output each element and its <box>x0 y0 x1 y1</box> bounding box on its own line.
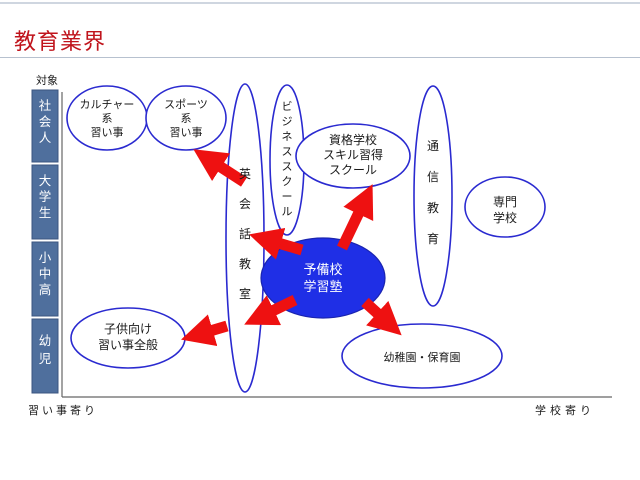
label-sports-3: 習い事 <box>170 126 203 139</box>
label-senmon-2: 学校 <box>493 210 517 225</box>
y-axis-title: 対象 <box>36 73 58 87</box>
segment-daigakusei-label: 大学生 <box>39 173 52 220</box>
segment-youji-box <box>31 318 59 394</box>
segment-shakaijin-label: 社会人 <box>39 98 52 145</box>
node-youchien <box>341 323 503 389</box>
label-eikaiwa: 英会話教室 <box>239 167 251 301</box>
label-yobiko-2: 学習塾 <box>303 279 342 295</box>
label-culture-1: カルチャー <box>80 98 135 111</box>
segment-shakaijin-box <box>31 89 59 163</box>
arrow-to-kodomo <box>181 314 229 347</box>
arrow-to-sports <box>193 149 247 187</box>
label-sports-1: スポーツ <box>164 98 208 111</box>
label-sports-2: 系 <box>181 112 192 125</box>
label-culture-2: 系 <box>102 112 113 125</box>
label-tsushin: 通信教育 <box>427 139 439 246</box>
arrow-to-youchien <box>361 297 402 336</box>
node-tsushin <box>413 85 453 307</box>
segment-shochuko-label: 小中高 <box>39 250 52 297</box>
arrow-to-eikaiwa <box>249 227 304 260</box>
label-shikaku-3: スクール <box>329 163 377 177</box>
label-shikaku-1: 資格学校 <box>329 132 377 147</box>
title-underline <box>0 57 640 58</box>
label-youchien: 幼稚園・保育園 <box>384 350 461 364</box>
segment-youji-label: 幼児 <box>39 333 52 366</box>
x-axis-right-label: 学校寄り <box>535 403 595 417</box>
label-yobiko-1: 予備校 <box>303 262 342 278</box>
segment-shochuko-box <box>31 241 59 317</box>
label-kodomo-2: 習い事全般 <box>98 337 158 352</box>
arrow-to-kodomo-short <box>244 295 298 326</box>
y-axis-segments: 社会人 大学生 小中高 幼児 <box>31 89 59 394</box>
label-kodomo-1: 子供向け <box>104 321 152 336</box>
x-axis-left-label: 習い事寄り <box>28 403 98 417</box>
page-title: 教育業界 <box>14 30 107 55</box>
label-senmon-1: 専門 <box>493 195 517 209</box>
label-culture-3: 習い事 <box>91 126 124 139</box>
segment-daigakusei-box <box>31 164 59 240</box>
label-business: ビジネススクール <box>282 100 293 218</box>
node-senmon <box>464 176 546 238</box>
node-sports <box>145 85 227 151</box>
arrow-to-shikaku <box>337 184 374 251</box>
label-shikaku-2: スキル習得 <box>323 147 383 162</box>
top-border <box>0 2 640 4</box>
